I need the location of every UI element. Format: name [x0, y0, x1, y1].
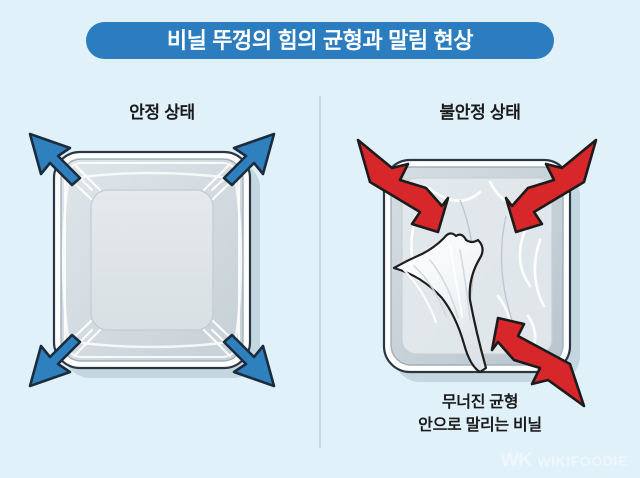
force-arrow-outward-bottom-right — [222, 333, 276, 388]
watermark: WK WIKIFOODIE — [501, 451, 628, 470]
plastic-film-curling-flap — [392, 232, 488, 374]
unstable-state-caption: 무너진 균형 안으로 말리는 비닐 — [330, 392, 630, 437]
stable-state-illustration — [8, 120, 313, 430]
force-arrow-outward-bottom-left — [28, 333, 82, 388]
title-banner: 비닐 뚜껑의 힘의 균형과 말림 현상 — [86, 22, 554, 59]
force-arrow-outward-top-right — [222, 132, 276, 187]
wikifoodie-logo-icon: WK — [500, 450, 533, 471]
caption-line-2: 안으로 말리는 비닐 — [418, 416, 542, 434]
unstable-state-illustration — [330, 120, 635, 410]
force-arrow-inward-top-right — [504, 138, 598, 234]
panel-divider — [319, 96, 321, 448]
plastic-film-taut — [61, 162, 243, 358]
force-arrow-outward-top-left — [28, 132, 82, 187]
page-title: 비닐 뚜껑의 힘의 균형과 말림 현상 — [166, 27, 474, 53]
watermark-label: WIKIFOODIE — [537, 452, 628, 469]
force-arrow-inward-top-left — [356, 138, 450, 234]
force-arrow-inward-bottom-right — [490, 316, 586, 408]
stable-panel-heading: 안정 상태 — [129, 103, 195, 122]
caption-line-1: 무너진 균형 — [441, 394, 519, 411]
unstable-panel-heading: 불안정 상태 — [439, 103, 521, 122]
